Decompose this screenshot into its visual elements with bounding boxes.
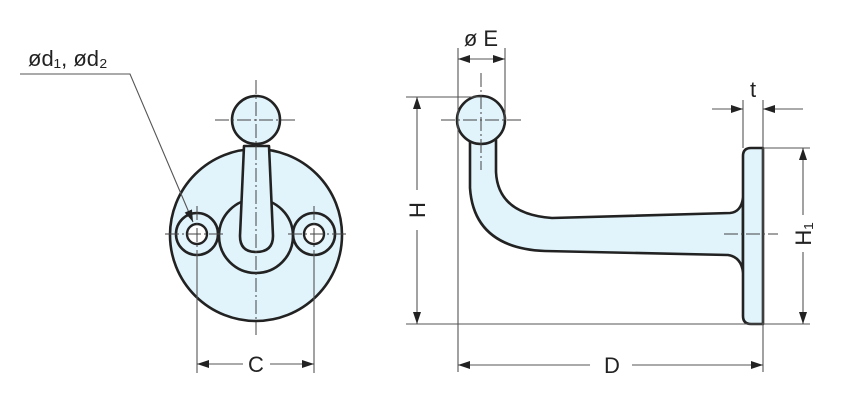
side-view: H ø E t H₁ D <box>405 26 816 378</box>
hole-diameter-label: ød₁, ød₂ <box>28 46 108 71</box>
hook-arm-side <box>468 138 745 274</box>
dimension-c-label: C <box>248 352 264 377</box>
dimension-h-label: H <box>405 202 430 218</box>
dimension-h1-label: H₁ <box>791 222 816 245</box>
dimension-e-label: ø E <box>464 26 498 51</box>
flange-side <box>741 146 765 326</box>
dimension-t-label: t <box>750 77 756 102</box>
dimension-d-label: D <box>604 353 620 378</box>
front-view: C ød₁, ød₂ <box>20 46 347 377</box>
